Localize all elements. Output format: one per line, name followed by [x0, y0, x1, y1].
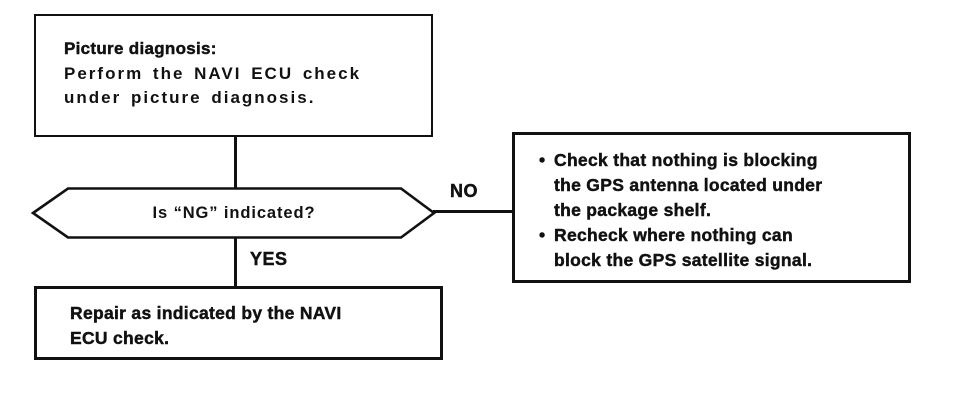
- decision-node: Is “NG” indicated?: [29, 185, 439, 241]
- repair-line: ECU check.: [70, 328, 170, 348]
- picture-diagnosis-line: under picture diagnosis.: [64, 88, 316, 107]
- bullet-line: Check that nothing is blocking: [554, 150, 818, 170]
- decision-label: Is “NG” indicated?: [152, 203, 316, 222]
- bullet-item-satellite-signal: • Recheck where nothing can block the GP…: [539, 223, 902, 273]
- action-box-gps-check: • Check that nothing is blocking the GPS…: [512, 132, 911, 283]
- connector-topbox-to-decision: [234, 136, 237, 189]
- bullet-line: the GPS antenna located under: [554, 175, 823, 195]
- picture-diagnosis-title: Picture diagnosis:: [64, 39, 217, 58]
- repair-line: Repair as indicated by the NAVI: [70, 303, 342, 323]
- action-box-repair: Repair as indicated by the NAVI ECU chec…: [34, 286, 443, 360]
- yes-branch-label: YES: [250, 249, 288, 269]
- bullet-line: block the GPS satellite signal.: [554, 250, 813, 270]
- bullet-line: Recheck where nothing can: [554, 225, 793, 245]
- process-box-picture-diagnosis: Picture diagnosis: Perform the NAVI ECU …: [34, 14, 433, 137]
- bullet-line: the package shelf.: [554, 200, 712, 220]
- bullet-icon: •: [539, 150, 546, 170]
- connector-decision-to-gpsbox: [433, 210, 513, 213]
- bullet-text: Recheck where nothing can block the GPS …: [554, 223, 812, 273]
- no-branch-label: NO: [450, 181, 478, 201]
- bullet-item-gps-antenna: • Check that nothing is blocking the GPS…: [539, 148, 902, 223]
- connector-decision-to-repairbox: [234, 237, 237, 287]
- hexagon-outline: [30, 187, 437, 239]
- bullet-icon: •: [539, 225, 546, 245]
- picture-diagnosis-line: Perform the NAVI ECU check: [64, 63, 362, 83]
- decision-hexagon-shape: [30, 187, 437, 239]
- bullet-text: Check that nothing is blocking the GPS a…: [554, 148, 822, 223]
